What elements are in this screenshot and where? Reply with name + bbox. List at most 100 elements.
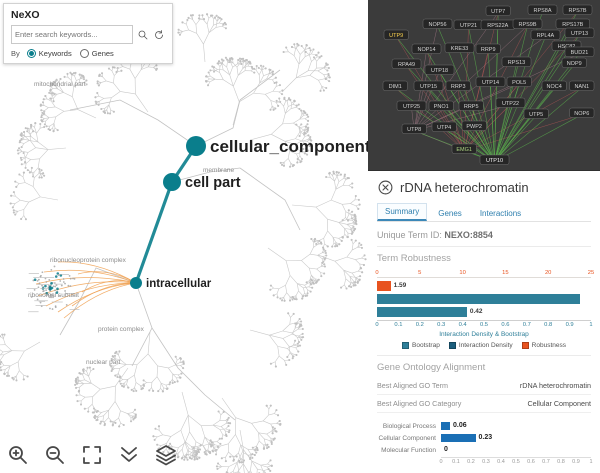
close-panel-button[interactable] <box>377 179 394 196</box>
gene-node[interactable]: RPS8A <box>527 4 558 15</box>
gene-node-label: POL5 <box>512 80 526 86</box>
legend-label: Bootstrap <box>412 342 440 349</box>
gene-node[interactable]: PWP2 <box>461 120 487 131</box>
gene-node[interactable]: UTP13 <box>564 27 595 38</box>
radio-genes[interactable]: Genes <box>79 49 114 58</box>
gene-node[interactable]: POL5 <box>506 76 532 87</box>
gene-node[interactable]: KRE33 <box>444 42 475 53</box>
gene-node-label: RRP9 <box>481 47 496 53</box>
gene-node[interactable]: RRP9 <box>475 43 501 54</box>
term-id-value: NEXO:8854 <box>444 230 493 240</box>
divider <box>377 355 591 356</box>
gene-node[interactable]: NOP6 <box>569 107 595 118</box>
alignment-label: Best Aligned GO Term <box>377 381 448 390</box>
tree-node-label[interactable]: cell part <box>185 175 241 191</box>
gene-node-label: NOP14 <box>417 47 435 53</box>
radio-keywords[interactable]: Keywords <box>26 49 72 58</box>
axis-tick: 0.7 <box>522 322 531 328</box>
zoom-out-button[interactable] <box>43 442 69 468</box>
axis-tick: 0.6 <box>527 459 535 465</box>
axis-tick: 0.8 <box>544 322 553 328</box>
details-tabs: Summary Genes Interactions <box>377 203 591 222</box>
axis-tick: 0.9 <box>572 459 580 465</box>
gene-node[interactable]: RRP5 <box>458 100 484 111</box>
tree-node-label[interactable]: cellular_component <box>210 137 368 156</box>
gene-node-label: UTP10 <box>486 158 503 164</box>
gene-node[interactable]: EMG1 <box>451 143 477 154</box>
gene-node[interactable]: BUD21 <box>564 46 595 57</box>
collapse-all-button[interactable] <box>117 442 143 468</box>
tree-node-circle[interactable] <box>130 277 142 289</box>
gene-node[interactable]: UTP4 <box>431 121 457 132</box>
gene-node[interactable]: UTP7 <box>485 5 511 16</box>
tree-node-circle[interactable] <box>163 173 181 191</box>
go-bar <box>441 422 450 430</box>
gene-node[interactable]: RPS7B <box>562 4 593 15</box>
zoom-in-button[interactable] <box>6 442 32 468</box>
axis-tick: 1 <box>589 459 593 465</box>
axis-tick: 0 <box>439 459 443 465</box>
gene-node[interactable]: UTP14 <box>475 76 506 87</box>
gene-node[interactable]: UTP5 <box>523 108 549 119</box>
go-bar <box>441 434 476 442</box>
gene-node[interactable]: RPA49 <box>391 58 422 69</box>
tree-node-label[interactable]: intracellular <box>146 278 212 290</box>
ontology-tree-canvas[interactable]: mitochondrial partmembraneribonucleoprot… <box>0 0 368 473</box>
tab-genes[interactable]: Genes <box>438 209 462 218</box>
axis-tick: 0.1 <box>394 322 403 328</box>
fit-to-screen-button[interactable] <box>80 442 106 468</box>
go-category-label: Molecular Function <box>381 446 436 454</box>
gene-node[interactable]: RPS17B <box>555 18 590 29</box>
gene-node[interactable]: UTP21 <box>453 19 484 30</box>
gene-node[interactable]: UTP9 <box>383 29 409 40</box>
divider <box>377 246 591 247</box>
gene-node-label: NOP6 <box>574 111 589 117</box>
tab-summary[interactable]: Summary <box>377 203 428 221</box>
search-input[interactable] <box>11 25 133 44</box>
gene-node-label: UTP22 <box>502 101 519 107</box>
bar <box>377 294 581 304</box>
gene-node[interactable]: RPL4A <box>530 29 561 40</box>
alignment-label: Best Aligned GO Category <box>377 399 462 408</box>
section-heading-alignment: Gene Ontology Alignment <box>377 362 486 373</box>
go-category-label: Cellular Component <box>378 434 436 442</box>
refresh-icon[interactable] <box>153 29 165 41</box>
gene-node[interactable]: DIM1 <box>382 80 408 91</box>
bar-value-label: 1.59 <box>393 282 407 289</box>
gene-node[interactable]: UTP18 <box>424 64 455 75</box>
section-heading-robustness: Term Robustness <box>377 253 451 264</box>
gene-node[interactable]: NOP56 <box>422 18 453 29</box>
go-bar-track: 0.06 <box>441 422 591 430</box>
bar-value-label: 0.42 <box>469 308 483 315</box>
gene-node[interactable]: NOP14 <box>411 43 442 54</box>
gene-node[interactable]: UTP22 <box>495 97 526 108</box>
gene-node[interactable]: RPS13 <box>501 56 532 67</box>
layers-button[interactable] <box>154 442 180 468</box>
tree-node-circle[interactable] <box>186 136 206 156</box>
gene-node[interactable]: UTP15 <box>413 80 444 91</box>
gene-node[interactable]: RPS22A <box>480 19 515 30</box>
tab-interactions[interactable]: Interactions <box>479 209 522 218</box>
go-bar-value: 0.23 <box>478 434 493 441</box>
layers-icon <box>154 443 180 467</box>
gene-node[interactable]: NOC4 <box>541 80 567 91</box>
gene-node[interactable]: UTP10 <box>479 154 510 165</box>
gene-node[interactable]: UTP25 <box>396 100 427 111</box>
gene-node[interactable]: NOP9 <box>561 57 587 68</box>
gene-node[interactable]: UTP8 <box>401 123 427 134</box>
gene-node[interactable]: RPS9B <box>512 18 543 29</box>
gene-node[interactable]: NAN1 <box>569 80 595 91</box>
double-chevron-icon <box>117 443 143 467</box>
tree-minor-label: mitochondrial part <box>34 81 86 88</box>
axis-tick: 10 <box>459 270 466 276</box>
gene-node[interactable]: RRP3 <box>445 80 471 91</box>
search-icon[interactable] <box>137 29 149 41</box>
legend-item: Interaction Density <box>448 342 513 349</box>
gene-node[interactable]: PNO1 <box>428 100 454 111</box>
